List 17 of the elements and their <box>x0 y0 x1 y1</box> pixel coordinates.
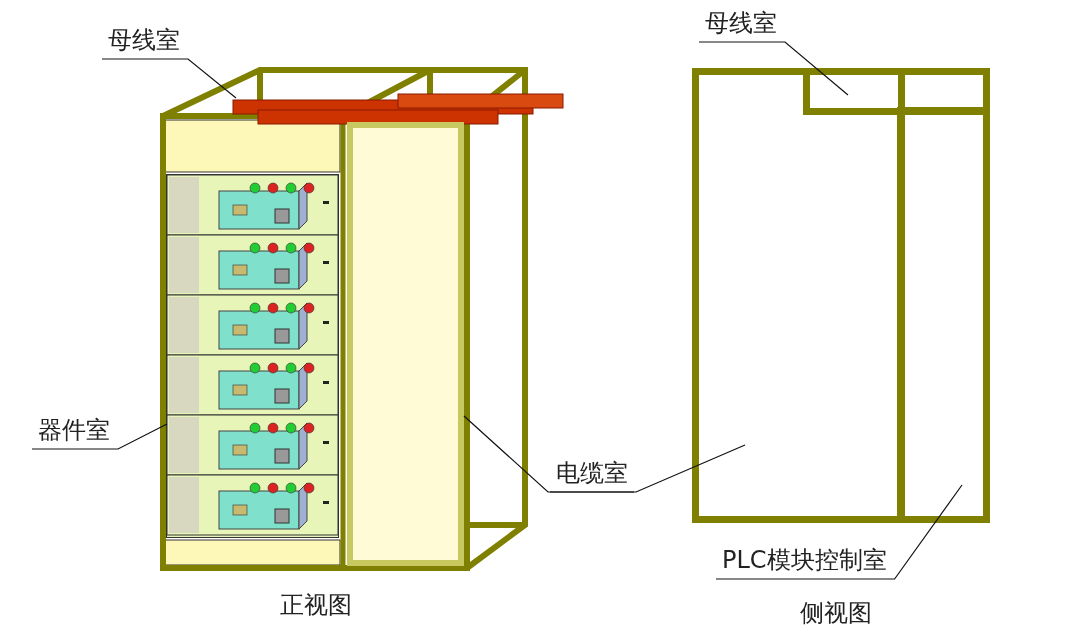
callout-label: 器件室 <box>38 415 110 445</box>
device-compartment-drawing <box>166 174 339 538</box>
compartment-outline <box>803 68 990 115</box>
leader-line <box>31 423 168 450</box>
callout-label: 母线室 <box>705 8 777 38</box>
leader-line <box>698 41 849 96</box>
compartment-outline <box>347 122 464 566</box>
leader-line <box>715 484 963 580</box>
view-caption: 正视图 <box>280 590 352 620</box>
compartment-outline <box>897 107 990 523</box>
leader-line <box>549 444 746 493</box>
leader-line <box>101 58 237 99</box>
callout-label: 电缆室 <box>556 458 628 488</box>
view-caption: 侧视图 <box>800 598 872 628</box>
callout-label: 母线室 <box>108 25 180 55</box>
callout-label: PLC模块控制室 <box>722 545 887 575</box>
compartment-outline <box>692 68 905 523</box>
